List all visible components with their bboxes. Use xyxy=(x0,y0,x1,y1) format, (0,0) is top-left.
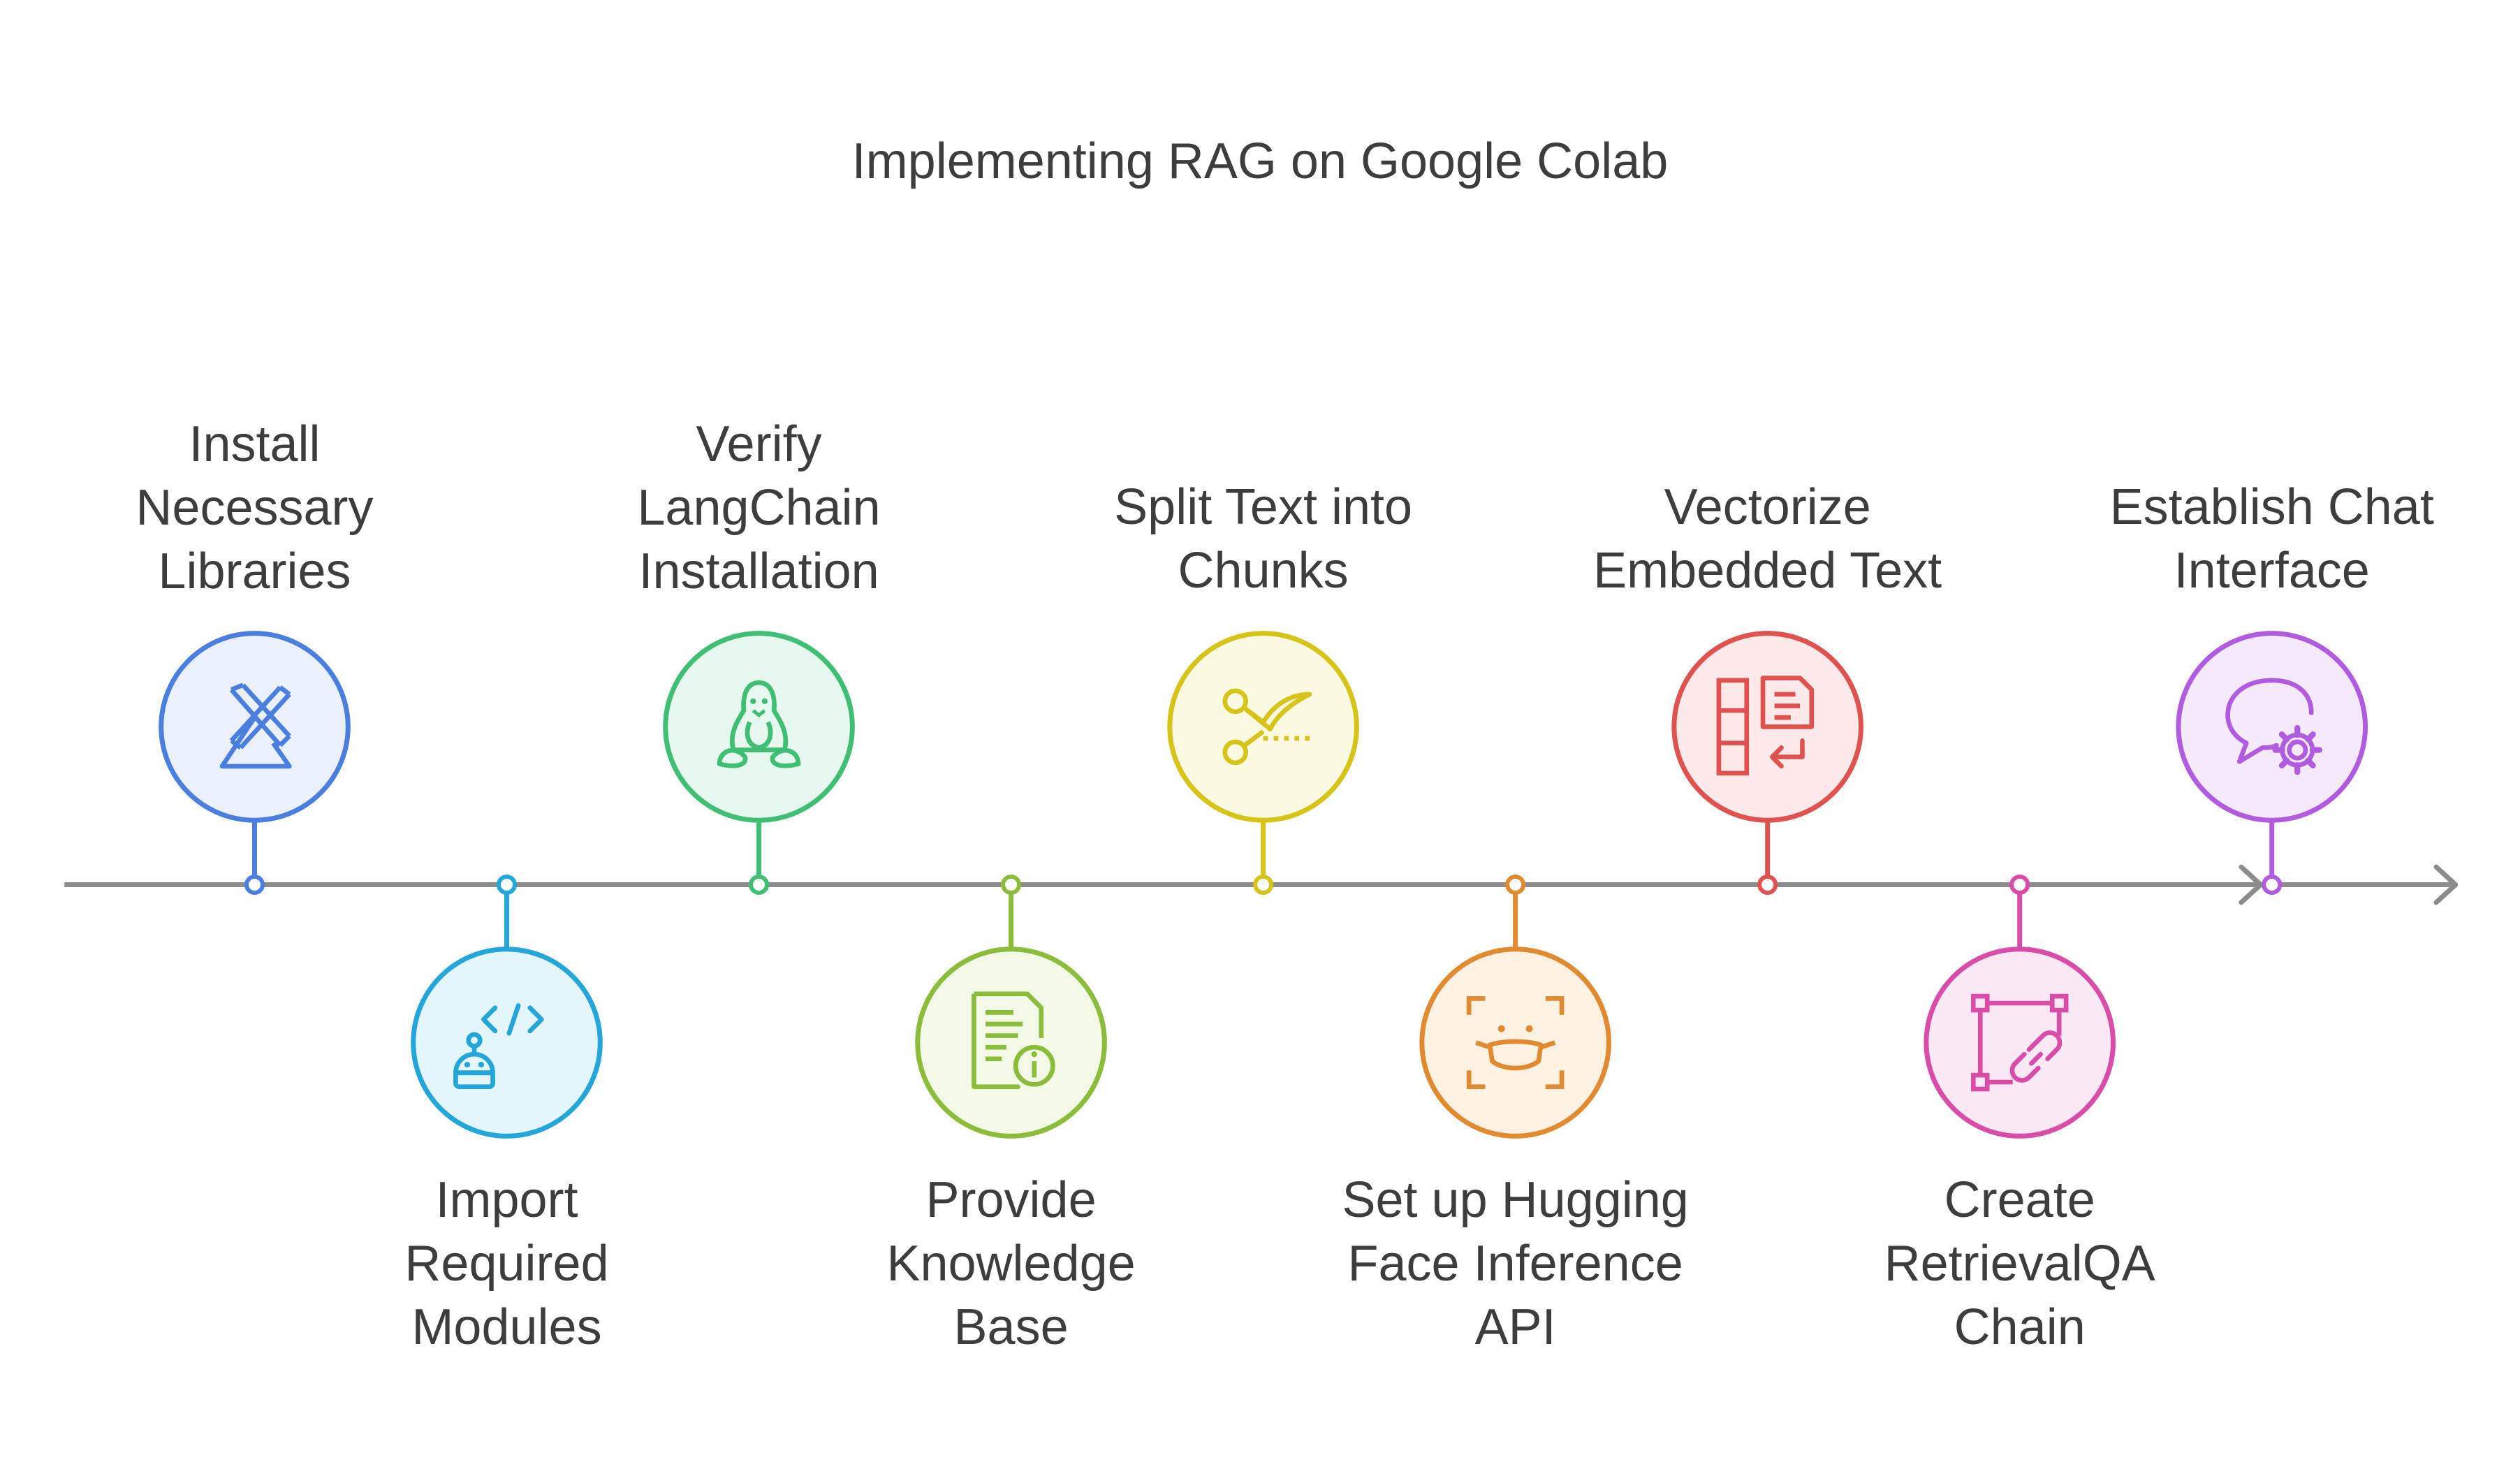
step-label-line: Chain xyxy=(1954,1299,2086,1355)
step-label-line: Install xyxy=(189,416,321,472)
step-label-line: Embedded Text xyxy=(1593,542,1942,599)
document-info-icon xyxy=(972,991,1055,1090)
step-circle xyxy=(915,947,1107,1139)
step-label-line: Necessary xyxy=(135,479,374,536)
step-label-line: Set up Hugging xyxy=(1342,1171,1689,1228)
step-circle xyxy=(2176,631,2368,823)
timeline-dot xyxy=(749,874,770,896)
face-mask-scan-icon xyxy=(1466,996,1565,1090)
chain-link-frame-icon xyxy=(1970,993,2069,1092)
step-label-line: Base xyxy=(953,1299,1069,1355)
axis-tick-chevron xyxy=(2239,864,2264,905)
step-label-line: Installation xyxy=(638,543,879,599)
step-label-line: Required xyxy=(404,1235,609,1292)
step-label-line: Modules xyxy=(411,1299,602,1355)
timeline-step xyxy=(159,631,351,896)
mathematics-x-icon xyxy=(219,682,292,769)
step-label-line: Knowledge xyxy=(886,1235,1136,1292)
arrow-head-icon xyxy=(2433,864,2459,905)
step-circle xyxy=(1924,947,2116,1139)
step-label-line: Verify xyxy=(696,416,822,472)
timeline-step xyxy=(1671,631,1863,896)
timeline-dot xyxy=(1757,874,1778,896)
step-label-line: Establish Chat xyxy=(2109,478,2434,535)
diagram-title: Implementing RAG on Google Colab xyxy=(851,133,1669,189)
step-circle xyxy=(411,947,603,1139)
step-label-line: Provide xyxy=(925,1171,1097,1228)
step-circle xyxy=(159,631,351,823)
timeline-step xyxy=(2176,631,2368,896)
timeline-dot xyxy=(2009,874,2030,896)
step-circle xyxy=(1167,631,1359,823)
timeline-step xyxy=(663,631,855,896)
timeline-dot xyxy=(2262,874,2283,896)
step-label-line: Face Inference xyxy=(1347,1235,1683,1292)
timeline-step xyxy=(1924,874,2116,1139)
timeline-dot xyxy=(1505,874,1526,896)
layout-return-icon xyxy=(1716,675,1815,776)
step-label-line: Import xyxy=(435,1171,578,1228)
timeline-step xyxy=(1167,631,1359,896)
step-label-line: API xyxy=(1474,1299,1556,1355)
timeline-step xyxy=(915,874,1107,1139)
step-label-line: Vectorize xyxy=(1664,478,1871,535)
chat-settings-icon xyxy=(2225,678,2322,775)
step-circle xyxy=(663,631,855,823)
scissors-cut-icon xyxy=(1222,688,1312,766)
timeline-dot xyxy=(244,874,265,896)
step-label-line: Create xyxy=(1944,1171,2095,1228)
timeline-dot xyxy=(1253,874,1274,896)
step-label-line: Libraries xyxy=(158,543,351,599)
step-label-line: LangChain xyxy=(637,479,881,536)
step-label-line: Chunks xyxy=(1178,542,1349,599)
code-robot-icon xyxy=(453,1003,544,1090)
timeline-dot xyxy=(1001,874,1022,896)
step-label-line: RetrievalQA xyxy=(1884,1235,2155,1292)
timeline-dot xyxy=(496,874,518,896)
step-label-line: Interface xyxy=(2174,542,2370,599)
timeline-step xyxy=(1419,874,1611,1139)
linux-penguin-icon xyxy=(717,680,801,768)
step-label-line: Split Text into xyxy=(1114,478,1413,535)
timeline-step xyxy=(411,874,603,1139)
